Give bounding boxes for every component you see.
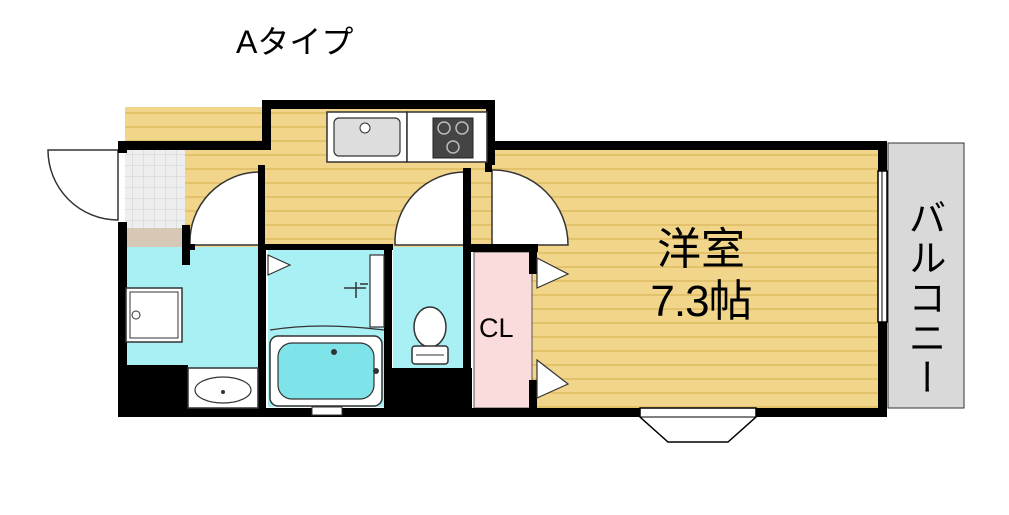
walls <box>118 100 887 417</box>
plan-type-title: Aタイプ <box>236 24 354 60</box>
western-room-name: 洋室 <box>657 225 745 274</box>
entrance-tile <box>125 148 185 228</box>
entry-door-swing-icon <box>47 149 119 221</box>
washroom-door-swing-icon <box>189 171 261 246</box>
closet-door-icon <box>536 257 570 399</box>
toilet-icon <box>411 306 449 365</box>
sink-icon <box>326 111 408 163</box>
balcony-window <box>877 170 888 323</box>
balcony-area <box>887 142 965 409</box>
room-door-swing-icon <box>491 169 569 246</box>
washing-machine-icon <box>125 287 183 343</box>
stove-icon <box>406 111 488 163</box>
western-room-size: 7.3帖 <box>650 277 752 326</box>
wash-basin-icon <box>187 367 259 409</box>
bathroom-fixtures <box>267 254 385 331</box>
toilet-door-swing-icon <box>394 171 466 246</box>
balcony-label: バルコニー <box>902 198 944 398</box>
closet-label: CL <box>479 313 514 343</box>
bay-window <box>639 407 757 443</box>
bathtub-icon <box>269 335 383 416</box>
